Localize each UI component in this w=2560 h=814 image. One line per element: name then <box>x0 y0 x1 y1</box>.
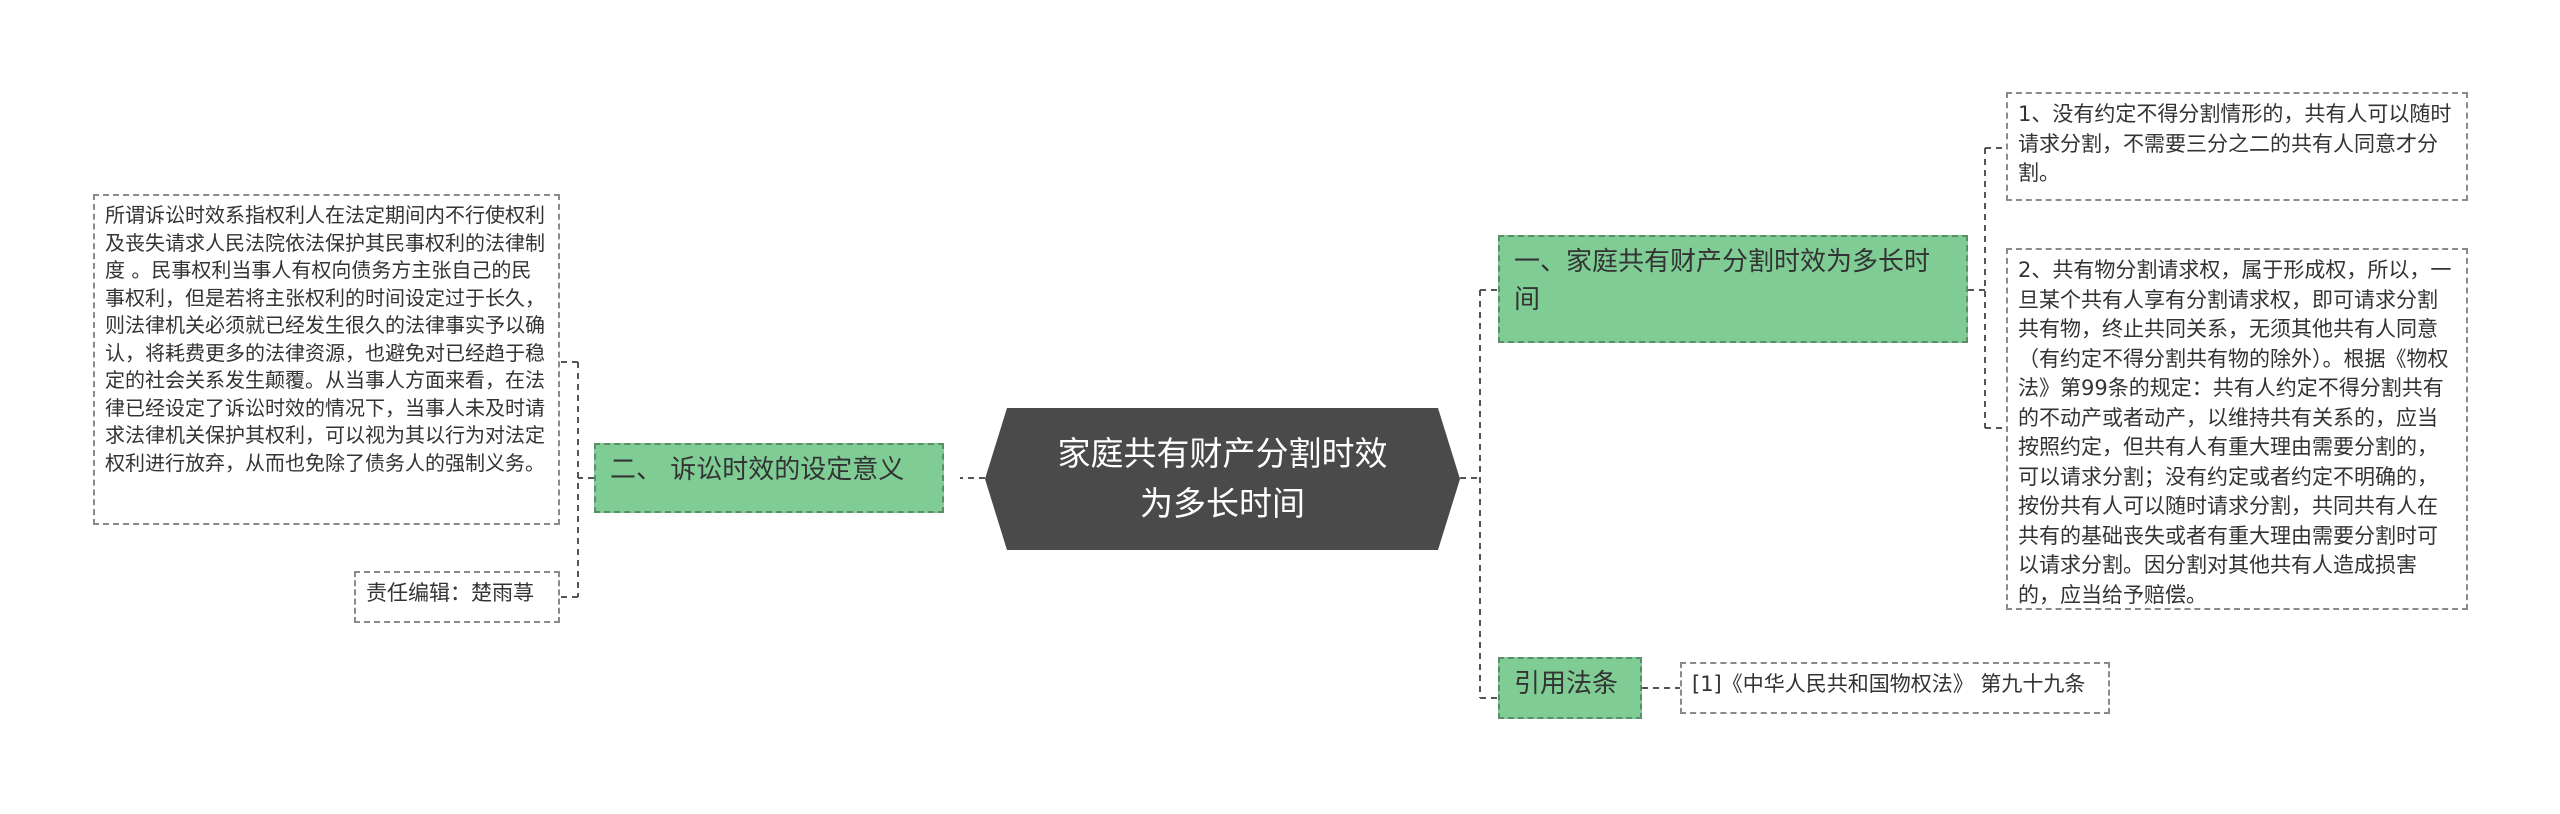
leaf-text: [1]《中华人民共和国物权法》 第九十九条 <box>1692 672 2086 696</box>
leaf-text: 1、没有约定不得分割情形的，共有人可以随时请求分割，不需要三分之二的共有人同意才… <box>2018 102 2452 185</box>
branch-node-partition-time-limit[interactable]: 一、家庭共有财产分割时效为多长时间 <box>1498 235 1968 343</box>
leaf-node-law-reference[interactable]: [1]《中华人民共和国物权法》 第九十九条 <box>1680 662 2110 714</box>
leaf-node-rule-2[interactable]: 2、共有物分割请求权，属于形成权，所以，一旦某个共有人享有分割请求权，即可请求分… <box>2006 248 2468 610</box>
connector-b3-leaves <box>560 361 594 598</box>
leaf-text: 2、共有物分割请求权，属于形成权，所以，一旦某个共有人享有分割请求权，即可请求分… <box>2018 258 2452 607</box>
branch-node-limitation-significance[interactable]: 二、 诉讼时效的设定意义 <box>594 443 944 513</box>
leaf-node-limitation-definition[interactable]: 所谓诉讼时效系指权利人在法定期间内不行使权利及丧失请求人民法院依法保护其民事权利… <box>93 194 560 525</box>
leaf-text: 责任编辑：楚雨荨 <box>366 581 534 605</box>
root-title: 家庭共有财产分割时效为多长时间 <box>1057 434 1388 523</box>
leaf-text: 所谓诉讼时效系指权利人在法定期间内不行使权利及丧失请求人民法院依法保护其民事权利… <box>105 203 545 475</box>
branch-label: 引用法条 <box>1514 669 1619 699</box>
branch-label: 二、 诉讼时效的设定意义 <box>610 455 905 485</box>
connector-b1-leaves <box>1968 147 2006 429</box>
connector-root-right <box>1460 289 1498 699</box>
root-node[interactable]: 家庭共有财产分割时效为多长时间 <box>985 408 1460 550</box>
leaf-node-editor[interactable]: 责任编辑：楚雨荨 <box>354 571 560 623</box>
leaf-node-rule-1[interactable]: 1、没有约定不得分割情形的，共有人可以随时请求分割，不需要三分之二的共有人同意才… <box>2006 92 2468 201</box>
branch-node-cited-law[interactable]: 引用法条 <box>1498 657 1642 719</box>
branch-label: 一、家庭共有财产分割时效为多长时间 <box>1514 247 1931 315</box>
